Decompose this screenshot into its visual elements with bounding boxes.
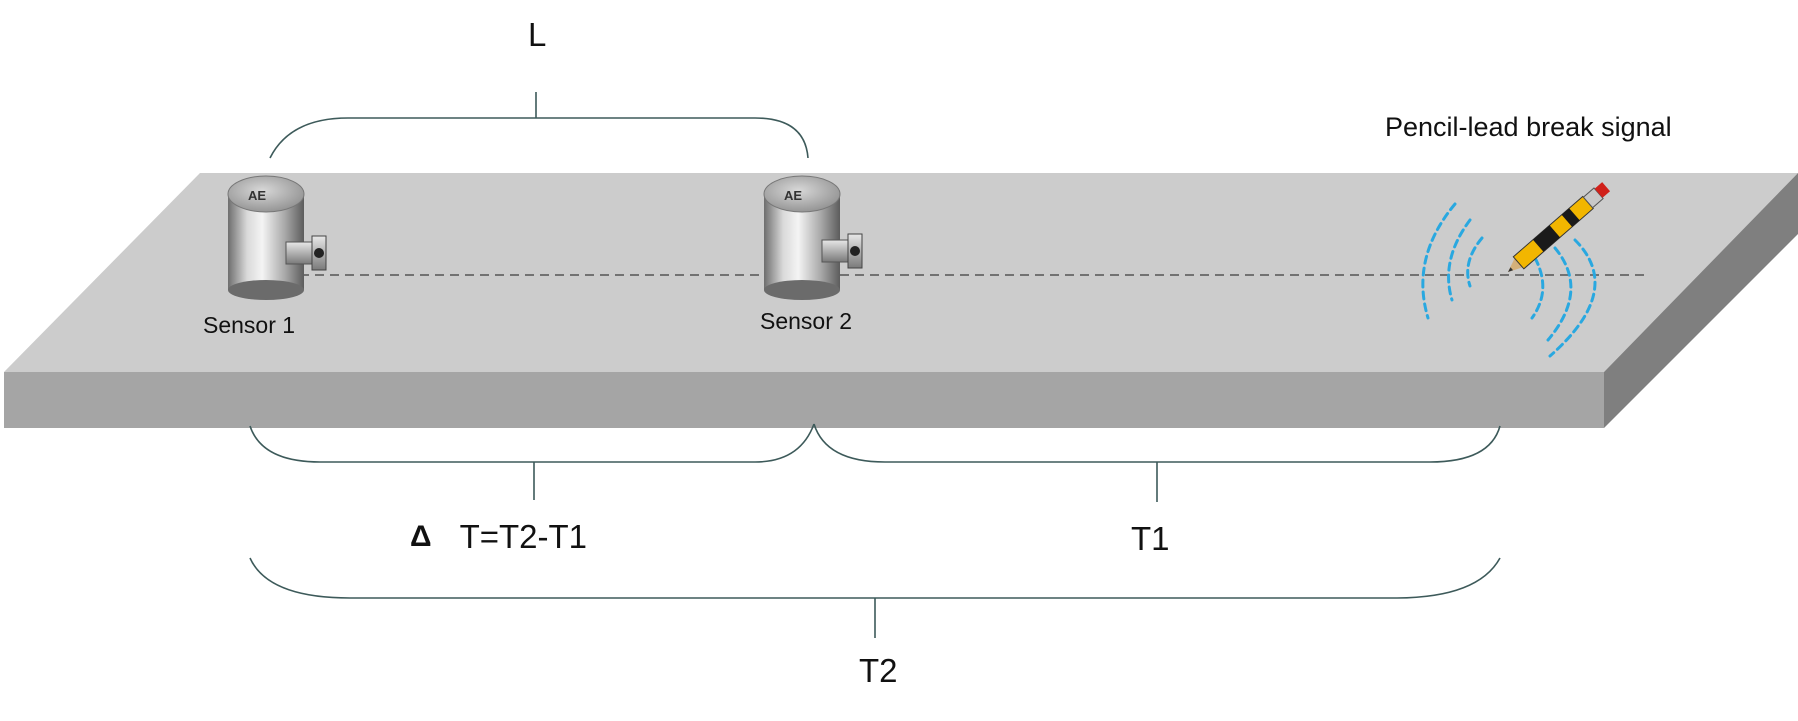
brace-T1 bbox=[813, 423, 1501, 502]
brace-L bbox=[269, 92, 809, 159]
plate-top-face bbox=[4, 173, 1798, 372]
plate-front-face bbox=[4, 372, 1604, 428]
svg-text:AE: AE bbox=[248, 188, 266, 203]
t1-label: T1 bbox=[1131, 520, 1170, 557]
t2-label: T2 bbox=[859, 652, 898, 689]
plate bbox=[4, 173, 1798, 428]
pencil-icon bbox=[1508, 182, 1611, 272]
plate-side-face bbox=[1604, 173, 1798, 428]
delta-t-label: Δ T=T2-T1 bbox=[410, 518, 587, 556]
delta-symbol: Δ bbox=[410, 520, 432, 553]
svg-text:AE: AE bbox=[784, 188, 802, 203]
sensor-1-icon: AE bbox=[227, 175, 327, 300]
signal-label: Pencil-lead break signal bbox=[1385, 112, 1672, 142]
sensor-1-label: Sensor 1 bbox=[203, 312, 296, 338]
acoustic-wave-icon bbox=[1421, 202, 1597, 358]
length-label: L bbox=[528, 16, 547, 53]
brace-delta-t bbox=[249, 423, 815, 500]
sensor-2-label: Sensor 2 bbox=[760, 308, 853, 334]
sensor-2-icon: AE bbox=[763, 175, 863, 300]
brace-T2 bbox=[249, 557, 1501, 638]
delta-formula: T=T2-T1 bbox=[459, 518, 588, 555]
